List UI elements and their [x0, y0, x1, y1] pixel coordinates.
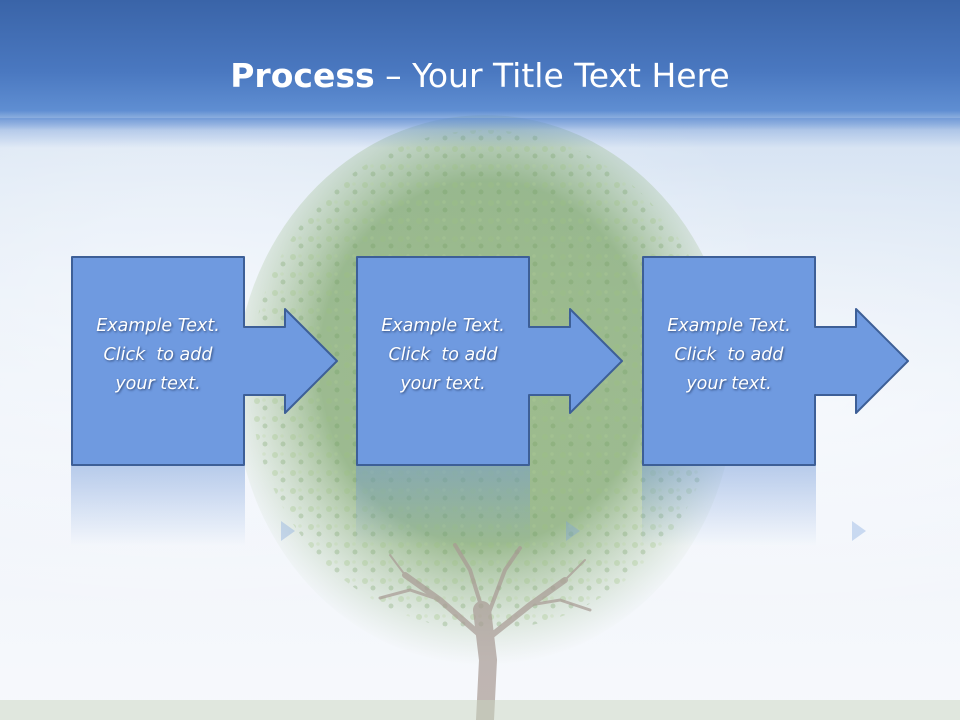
step-line-2: Click to add [388, 345, 498, 365]
step-reflection-2 [356, 466, 626, 546]
step-line-1: Example Text. [381, 316, 505, 336]
step-arrow-shape [71, 256, 338, 466]
title-rest: – Your Title Text Here [374, 56, 730, 95]
title-strong: Process [230, 56, 375, 95]
step-line-3: your text. [686, 374, 772, 394]
process-step-3[interactable]: Example Text. Click to add your text. [642, 256, 912, 466]
step-arrow-shape [356, 256, 623, 466]
step-arrow-shape [642, 256, 909, 466]
process-step-2[interactable]: Example Text. Click to add your text. [356, 256, 626, 466]
step-reflection-3 [642, 466, 912, 546]
step-line-3: your text. [400, 374, 486, 394]
step-line-1: Example Text. [96, 316, 220, 336]
slide-title[interactable]: Process – Your Title Text Here [0, 52, 960, 100]
step-line-2: Click to add [103, 345, 213, 365]
step-label: Example Text. Click to add your text. [71, 312, 245, 399]
step-label: Example Text. Click to add your text. [356, 312, 530, 399]
step-line-3: your text. [115, 374, 201, 394]
step-label: Example Text. Click to add your text. [642, 312, 816, 399]
title-band [0, 0, 960, 148]
step-line-2: Click to add [674, 345, 784, 365]
process-step-1[interactable]: Example Text. Click to add your text. [71, 256, 341, 466]
step-line-1: Example Text. [667, 316, 791, 336]
step-reflection-1 [71, 466, 341, 546]
